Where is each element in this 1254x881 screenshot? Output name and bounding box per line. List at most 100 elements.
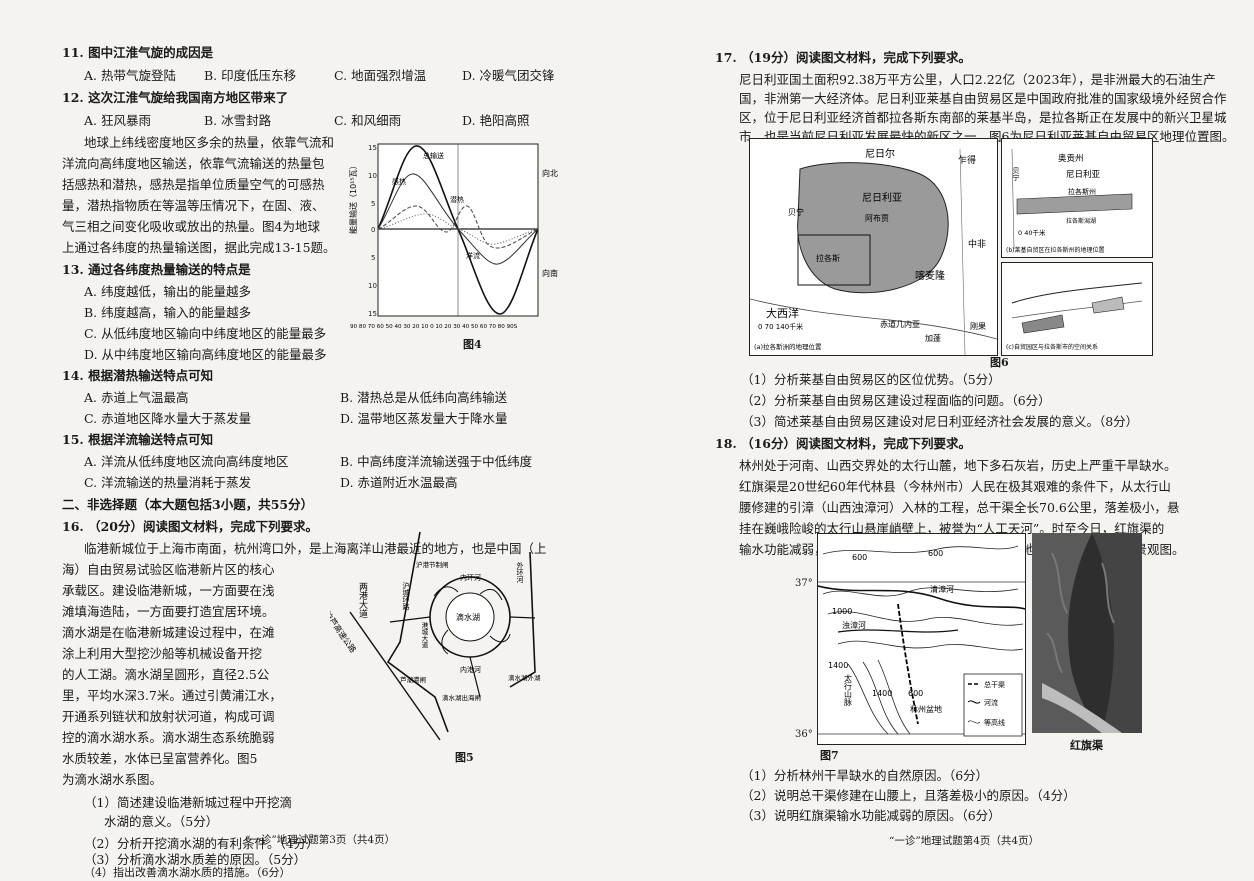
q16-text-line: 涂上利用大型挖沙船等机械设备开挖 xyxy=(62,646,263,661)
intro-line: 括感热和潜热，感热是指单位质量空气的可感热 xyxy=(62,177,325,192)
fig4-ytick: 5 xyxy=(371,200,375,208)
fig6a-central-africa: 中非 xyxy=(968,238,986,250)
figure-6c-trade-zone-and-city-map: (c)自贸园区与拉各斯市的空间关系 xyxy=(1001,262,1153,356)
q18-head: 18. （16分）阅读图文材料，完成下列要求。 xyxy=(715,436,971,451)
q16-text-line: 控的滴水湖水系。滴水湖生态系统脆弱 xyxy=(62,730,275,745)
fig4-y-label: 能量输送（10¹⁵瓦） xyxy=(348,161,358,234)
fig4-ytick: 10 xyxy=(368,172,377,180)
q12-stem: 12. 这次江淮气旋给我国南方地区带来了 xyxy=(62,90,289,105)
q16-text-line: 的人工湖。滴水湖呈圆形，直径2.5公 xyxy=(62,667,270,682)
q14-option-a: A. 赤道上气温最高 xyxy=(84,390,189,405)
q16-ask: 水湖的意义。（5分） xyxy=(104,814,219,829)
q15-option-c: C. 洋流输送的热量消耗于蒸发 xyxy=(84,475,252,490)
q13-option-c: C. 从低纬度地区输向中纬度地区的能量最多 xyxy=(84,326,327,341)
fig4-ytick: 5 xyxy=(371,254,375,262)
q16-text-line: 滩填海造陆，一方面要打造宜居环境。 xyxy=(62,604,275,619)
fig4-ytick: 15 xyxy=(368,310,377,318)
q11-stem: 11. 图中江淮气旋的成因是 xyxy=(62,45,214,60)
fig6a-gabon: 加蓬 xyxy=(925,333,941,343)
fig7-contour-1400-b: 1400 xyxy=(872,689,892,698)
fig6c-caption: (c)自贸园区与拉各斯市的空间关系 xyxy=(1006,343,1098,351)
fig6a-scale: 0 70 140千米 xyxy=(758,322,803,331)
q12-option-a: A. 狂风暴雨 xyxy=(84,113,151,128)
intro-line: 气三相之间变化吸收或放出的热量。图4为地球 xyxy=(62,219,320,234)
fig4-sensible-curve xyxy=(377,173,539,265)
q18-ask: （2）说明总干渠修建在山腰上，且落差极小的原因。（4分） xyxy=(741,788,1076,803)
q17-ask: （1）分析莱基自由贸易区的区位优势。（5分） xyxy=(741,372,1001,387)
fig4-label-ocean: 洋流 xyxy=(466,251,480,260)
fig6b-scale: 0 40千米 xyxy=(1018,228,1046,237)
section-heading: 二、非选择题（本大题包括3小题，共55分） xyxy=(62,497,314,512)
fig6a-equatorial-guinea: 赤道几内亚 xyxy=(880,319,920,329)
fig6b-lagoon: 拉各斯潟湖 xyxy=(1066,217,1096,225)
q16-text-line: 临港新城位于上海市南面，杭州湾口外，是上海离洋山港最近的地方，也是中国（上 xyxy=(84,541,547,556)
fig6a-chad: 乍得 xyxy=(958,154,976,166)
q13-option-d: D. 从中纬度地区输向高纬度地区的能量最多 xyxy=(84,347,327,362)
q15-option-a: A. 洋流从低纬度地区流向高纬度地区 xyxy=(84,454,289,469)
q16-ask: （1）简述建设临港新城过程中开挖滴 xyxy=(84,795,292,810)
q18-text-line: 红旗渠是20世纪60年代林县（今林州市）人民在极其艰难的条件下，从太行山 xyxy=(739,479,1171,494)
fig6a-niger: 尼日尔 xyxy=(865,147,895,160)
q17-text-line: 区，位于尼日利亚经济首都拉各斯东南部的莱基半岛，是拉各斯正在发展中的新兴卫星城 xyxy=(739,110,1227,125)
fig7-legend-canal: 总干渠 xyxy=(984,680,1005,689)
page-4-footer: “一诊”地理试题第4页（共4页） xyxy=(889,835,1040,847)
fig4-label-latent: 潜热 xyxy=(450,195,464,204)
q17-ask: （3）简述莱基自由贸易区建设对尼日利亚经济社会发展的意义。（8分） xyxy=(741,414,1139,429)
intro-line: 上通过各纬度的热量输送图，据此完成13-15题。 xyxy=(62,240,336,255)
q17-head: 17. （19分）阅读图文材料，完成下列要求。 xyxy=(715,50,971,65)
fig6a-cameroon: 喀麦隆 xyxy=(915,269,945,282)
q18-ask: （1）分析林州干旱缺水的自然原因。（6分） xyxy=(741,768,989,783)
fig6b-caption: (b)莱基自贸区在拉各斯州的地理位置 xyxy=(1006,246,1105,254)
fig7-contour-600-top-right: 600 xyxy=(928,549,943,558)
q18-text-line: 挂在巍峨险峻的太行山悬崖峭壁上，被誉为“人工天河”。时至今日，红旗渠的 xyxy=(739,521,1165,536)
figure-4-heat-transport-chart: 能量输送（10¹⁵瓦） 15 10 5 0 5 10 15 向北 向南 总输送 … xyxy=(348,136,606,336)
q16-text-line: 开通系列链状和放射状河道，构成可调 xyxy=(62,709,275,724)
q16-ask: （2）分析开挖滴水湖的有利条件。（4分） xyxy=(84,836,319,851)
red-flag-canal-photo xyxy=(1032,533,1142,733)
fig6b-lagos-state: 拉各斯州 xyxy=(1068,187,1096,196)
fig7-lat-36: 36° xyxy=(795,729,813,740)
q18-text-line: 林州处于河南、山西交界处的太行山麓，地下多石灰岩，历史上严重干旱缺水。 xyxy=(739,458,1177,473)
q16-text-line: 海）自由贸易试验区临港新片区的核心 xyxy=(62,562,275,577)
fig7-basin: 林州盆地 xyxy=(910,704,942,714)
q14-option-c: C. 赤道地区降水量大于蒸发量 xyxy=(84,411,252,426)
figure-5-caption: 图5 xyxy=(455,751,474,764)
fig7-mountains: 太行山脉 xyxy=(844,673,853,706)
q17-text-line: 尼日利亚国土面积92.38万平方公里，人口2.22亿（2023年），是非洲最大的… xyxy=(739,72,1216,87)
q12-option-b: B. 冰雪封路 xyxy=(204,113,272,128)
fig7-contour-1000: 1000 xyxy=(832,607,852,616)
fig6b-nigeria: 尼日利亚 xyxy=(1066,169,1101,180)
q16-text-line: 里，平均水深3.7米。通过引黄浦江水， xyxy=(62,688,282,703)
page-4: 17. （19分）阅读图文材料，完成下列要求。 尼日利亚国土面积92.38万平方… xyxy=(627,0,1254,881)
intro-line: 洋流向高纬度地区输送，依靠气流输送的热量包 xyxy=(62,156,325,171)
q11-option-b: B. 印度低压东移 xyxy=(204,68,297,83)
q16-head: 16. （20分）阅读图文材料，完成下列要求。 xyxy=(62,519,318,534)
q12-option-c: C. 和风细雨 xyxy=(334,113,402,128)
fig5-label-highway: 沪芦高速公路 xyxy=(330,609,358,654)
q11-option-c: C. 地面强烈增温 xyxy=(334,68,427,83)
fig6b-ogun: 奥贡州 xyxy=(1058,153,1084,164)
fig7-lat-37: 37° xyxy=(795,578,813,589)
fig5-label-inner-port: 内港河 xyxy=(460,665,481,674)
figure-6a-lagos-location-map: 尼日尔 乍得 尼日利亚 贝宁 阿布贾 拉各斯 大西洋 喀麦隆 中非 赤道几内亚 … xyxy=(749,138,998,356)
q13-option-b: B. 纬度越高，输入的能量越多 xyxy=(84,305,252,320)
fig6b-benin: 贝宁 xyxy=(1012,167,1020,181)
fig6a-caption: (a)拉各斯洲的地理位置 xyxy=(754,342,822,351)
fig4-label-total: 总输送 xyxy=(423,151,444,160)
fig5-label-luchao-gate: 芦潮港闸 xyxy=(400,675,426,684)
q15-stem: 15. 根据洋流输送特点可知 xyxy=(62,432,214,447)
fig4-x-axis-labels: 90 80 70 60 50 40 30 20 10 0 10 20 30 40… xyxy=(350,324,518,330)
fig7-legend-contour: 等高线 xyxy=(984,718,1005,727)
fig4-ytick: 10 xyxy=(368,282,377,290)
q14-option-b: B. 潜热总是从低纬向高纬输送 xyxy=(340,390,508,405)
fig4-north-label: 向北 xyxy=(542,168,558,178)
fig5-label-lianggang: 两港大道 xyxy=(357,582,368,619)
fig7-river-qingzhang: 清漳河 xyxy=(930,584,954,594)
fig5-label-hugang-gate: 沪港节制闸 xyxy=(416,560,449,569)
q17-ask: （2）分析莱基自由贸易区建设过程面临的问题。（6分） xyxy=(741,393,1051,408)
figure-7-topographic-map: 600 600 1000 1400 1400 600 清漳河 浊漳河 林州盆地 … xyxy=(817,533,1026,745)
fig4-label-sensible: 感热 xyxy=(392,177,406,186)
fig6a-nigeria: 尼日利亚 xyxy=(862,192,902,204)
q15-option-d: D. 赤道附近水温最高 xyxy=(340,475,458,490)
q18-ask: （3）说明红旗渠输水功能减弱的原因。（6分） xyxy=(741,808,1001,823)
